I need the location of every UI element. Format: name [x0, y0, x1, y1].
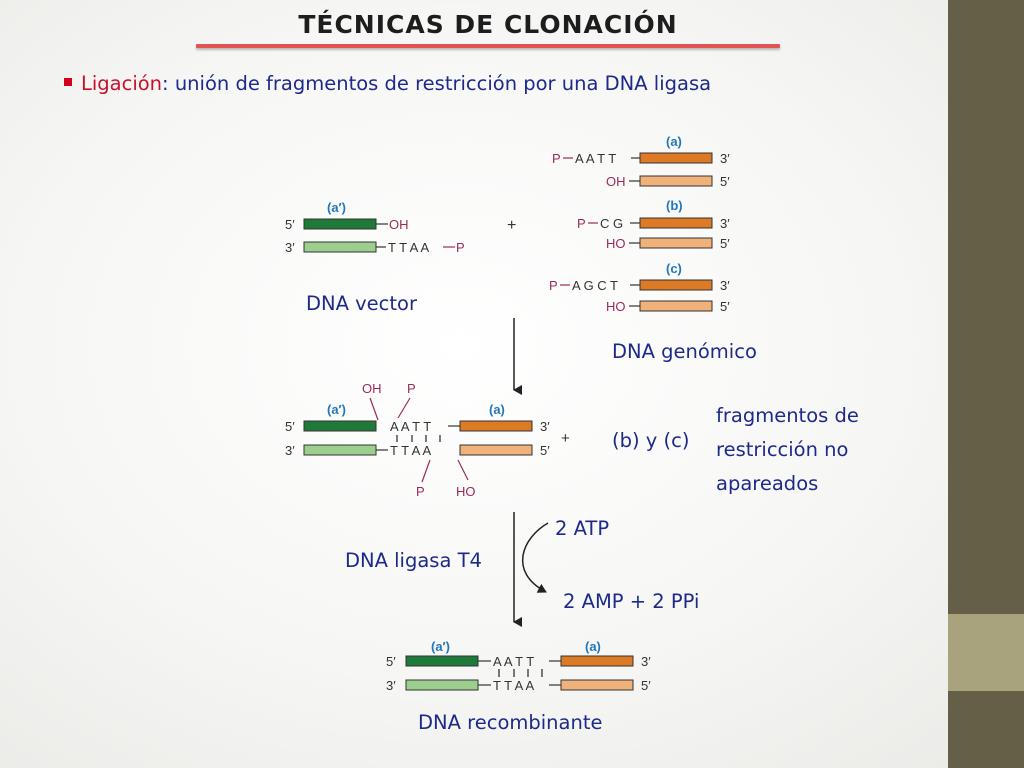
- five-prime-label: 5′: [720, 236, 730, 251]
- genomic-fragment-a: (a) P A A T T 3′ OH 5′: [552, 134, 730, 189]
- vector-strand-bottom: [405, 679, 479, 691]
- a-label: (a): [489, 402, 505, 417]
- ligation-diagram: (a′) 5′ OH 3′ T T A A P + (a) P A A T T …: [285, 134, 859, 734]
- three-prime-label: 3′: [720, 278, 730, 293]
- ligase-label: DNA ligasa T4: [345, 549, 482, 572]
- p-label: P: [407, 381, 416, 396]
- insert-strand-bottom: [639, 237, 713, 249]
- a-prime-label: (a′): [327, 200, 346, 215]
- oh-label: OH: [362, 381, 382, 396]
- vector-label: DNA vector: [306, 292, 418, 315]
- amp-label: 2 AMP + 2 PPi: [563, 590, 699, 613]
- insert-strand-top: [639, 279, 713, 291]
- vector-strand-bottom: [303, 444, 377, 456]
- unpaired-label-line2: restricción no: [716, 438, 848, 461]
- c-label: (c): [666, 261, 682, 276]
- unpaired-label-line1: fragmentos de: [716, 404, 859, 427]
- p-label: P: [456, 240, 465, 255]
- genomic-fragment-b: (b) P C G 3′ HO 5′: [577, 198, 730, 251]
- insert-strand-top: [459, 420, 533, 432]
- three-prime-label: 3′: [285, 240, 295, 255]
- bullet-ligacion: Ligación: unión de fragmentos de restric…: [64, 72, 711, 95]
- insert-strand-bottom: [459, 444, 533, 456]
- three-prime-label: 3′: [720, 151, 730, 166]
- sticky-end-seq: A A T T: [575, 151, 616, 166]
- junction-bottom-seq: T T A A: [493, 678, 535, 693]
- a-label: (a): [585, 639, 601, 654]
- recombinant-dna: (a′) (a) 5′ A A T T 3′ 3′ T T A A 5′: [386, 639, 651, 693]
- junction-top-seq: A A T T: [493, 654, 534, 669]
- five-prime-label: 5′: [285, 217, 295, 232]
- a-prime-label: (a′): [431, 639, 450, 654]
- unpaired-label-line3: apareados: [716, 472, 818, 495]
- insert-strand-bottom: [560, 679, 634, 691]
- curved-arrow-icon: [521, 522, 549, 593]
- insert-strand-top: [639, 152, 713, 164]
- vector-strand-bottom: [303, 241, 377, 253]
- oh-label: OH: [389, 217, 409, 232]
- insert-strand-top: [560, 655, 634, 667]
- p-label: P: [549, 278, 558, 293]
- three-prime-label: 3′: [540, 419, 550, 434]
- p-label: P: [577, 216, 586, 231]
- recombinant-label: DNA recombinante: [418, 711, 602, 734]
- title-underline: [196, 44, 780, 48]
- bullet-term: Ligación: [81, 72, 163, 95]
- p-label: P: [552, 151, 561, 166]
- bullet-text: : unión de fragmentos de restricción por…: [162, 72, 712, 95]
- b-label: (b): [666, 198, 683, 213]
- sticky-end-seq: A G C T: [572, 278, 618, 293]
- oh-label: OH: [606, 174, 626, 189]
- square-bullet-icon: [64, 78, 72, 86]
- vector-overhang-seq: T T A A: [388, 240, 430, 255]
- sticky-end-seq: C G: [600, 216, 623, 231]
- five-prime-label: 5′: [720, 174, 730, 189]
- five-prime-label: 5′: [540, 443, 550, 458]
- ho-label: HO: [606, 236, 626, 251]
- ho-label: HO: [456, 484, 476, 499]
- three-prime-label: 3′: [641, 654, 651, 669]
- three-prime-label: 3′: [386, 678, 396, 693]
- insert-strand-bottom: [639, 300, 713, 312]
- bc-label: (b) y (c): [612, 429, 689, 452]
- p-label: P: [416, 484, 425, 499]
- insert-sticky-seq: A A T T: [390, 419, 431, 434]
- genomic-fragment-c: (c) P A G C T 3′ HO 5′: [549, 261, 730, 314]
- vector-strand-top: [303, 218, 377, 230]
- five-prime-label: 5′: [386, 654, 396, 669]
- vector-strand-top: [405, 655, 479, 667]
- vector-strand-top: [303, 420, 377, 432]
- a-prime-label: (a′): [327, 402, 346, 417]
- five-prime-label: 5′: [720, 299, 730, 314]
- plus-sign: +: [561, 430, 570, 447]
- vector-dna: (a′) 5′ OH 3′ T T A A P: [285, 200, 465, 255]
- genomic-label: DNA genómico: [612, 340, 757, 363]
- plus-sign: +: [507, 217, 516, 234]
- insert-strand-top: [639, 217, 713, 229]
- three-prime-label: 3′: [720, 216, 730, 231]
- a-label: (a): [666, 134, 682, 149]
- five-prime-label: 5′: [641, 678, 651, 693]
- ho-label: HO: [606, 299, 626, 314]
- atp-label: 2 ATP: [555, 517, 609, 540]
- insert-strand-bottom: [639, 175, 713, 187]
- five-prime-label: 5′: [285, 419, 295, 434]
- side-accent: [948, 614, 1024, 691]
- three-prime-label: 3′: [285, 443, 295, 458]
- vector-sticky-seq: T T A A: [390, 443, 432, 458]
- annealed-intermediate: OH P (a′) (a) 5′ A A T T 3′ 3′ T T A A 5…: [285, 381, 550, 499]
- slide-title: TÉCNICAS DE CLONACIÓN: [298, 10, 678, 39]
